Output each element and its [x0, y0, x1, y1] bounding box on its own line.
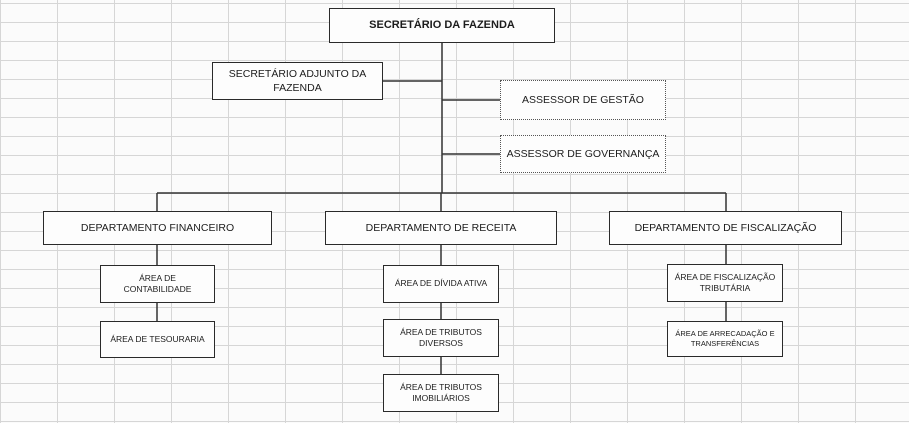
- node-assessor-gestao: ASSESSOR DE GESTÃO: [500, 80, 666, 120]
- node-departamento-financeiro: DEPARTAMENTO FINANCEIRO: [43, 211, 272, 245]
- node-secretario-fazenda: SECRETÁRIO DA FAZENDA: [329, 8, 555, 43]
- node-area-tributos-imobiliarios: ÁREA DE TRIBUTOS IMOBILIÁRIOS: [383, 374, 499, 412]
- node-area-tributos-diversos: ÁREA DE TRIBUTOS DIVERSOS: [383, 319, 499, 357]
- node-area-fiscalizacao-tributaria: ÁREA DE FISCALIZAÇÃO TRIBUTÁRIA: [667, 264, 783, 302]
- node-departamento-fiscalizacao: DEPARTAMENTO DE FISCALIZAÇÃO: [609, 211, 842, 245]
- node-area-arrecadacao-transferencias: ÁREA DE ARRECADAÇÃO E TRANSFERÊNCIAS: [667, 321, 783, 357]
- node-area-tesouraria: ÁREA DE TESOURARIA: [100, 321, 215, 358]
- node-secretario-adjunto: SECRETÁRIO ADJUNTO DA FAZENDA: [212, 62, 383, 100]
- node-area-contabilidade: ÁREA DE CONTABILIDADE: [100, 265, 215, 303]
- node-assessor-governanca: ASSESSOR DE GOVERNANÇA: [500, 135, 666, 173]
- node-area-divida-ativa: ÁREA DE DÍVIDA ATIVA: [383, 265, 499, 303]
- node-departamento-receita: DEPARTAMENTO DE RECEITA: [325, 211, 557, 245]
